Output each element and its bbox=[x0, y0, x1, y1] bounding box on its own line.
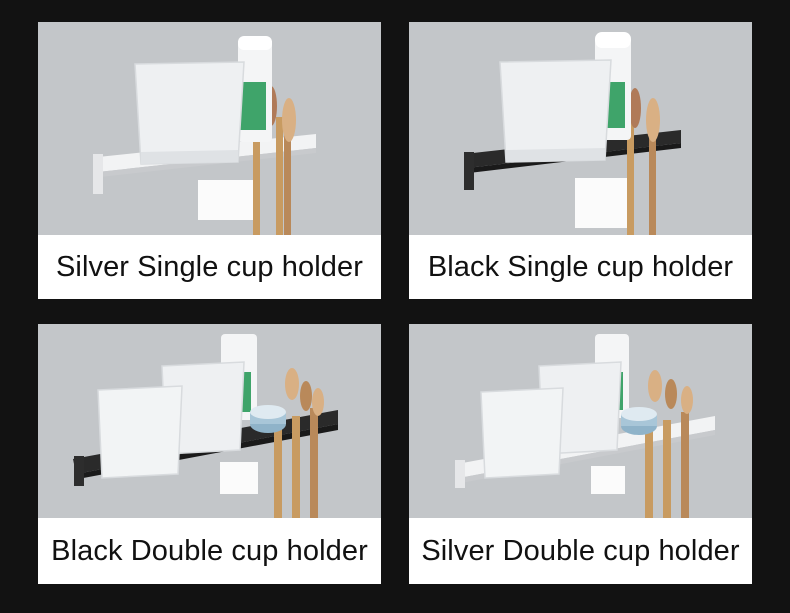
product-caption: Silver Single cup holder bbox=[55, 250, 364, 283]
product-tile-silver-double: Silver Double cup holder bbox=[409, 324, 752, 584]
product-photo bbox=[38, 22, 381, 235]
product-tile-silver-single: Silver Single cup holder bbox=[38, 22, 381, 299]
product-photo bbox=[409, 22, 752, 235]
product-tile-black-single: Black Single cup holder bbox=[409, 22, 752, 299]
product-caption: Black Single cup holder bbox=[427, 250, 734, 283]
product-caption: Silver Double cup holder bbox=[421, 534, 740, 567]
product-photo bbox=[409, 324, 752, 518]
double-holder-photo bbox=[38, 324, 381, 518]
single-holder-photo bbox=[409, 22, 752, 235]
product-tile-black-double: Black Double cup holder bbox=[38, 324, 381, 584]
single-holder-photo bbox=[38, 22, 381, 235]
product-caption: Black Double cup holder bbox=[51, 534, 368, 567]
product-photo bbox=[38, 324, 381, 518]
double-holder-photo bbox=[409, 324, 752, 518]
